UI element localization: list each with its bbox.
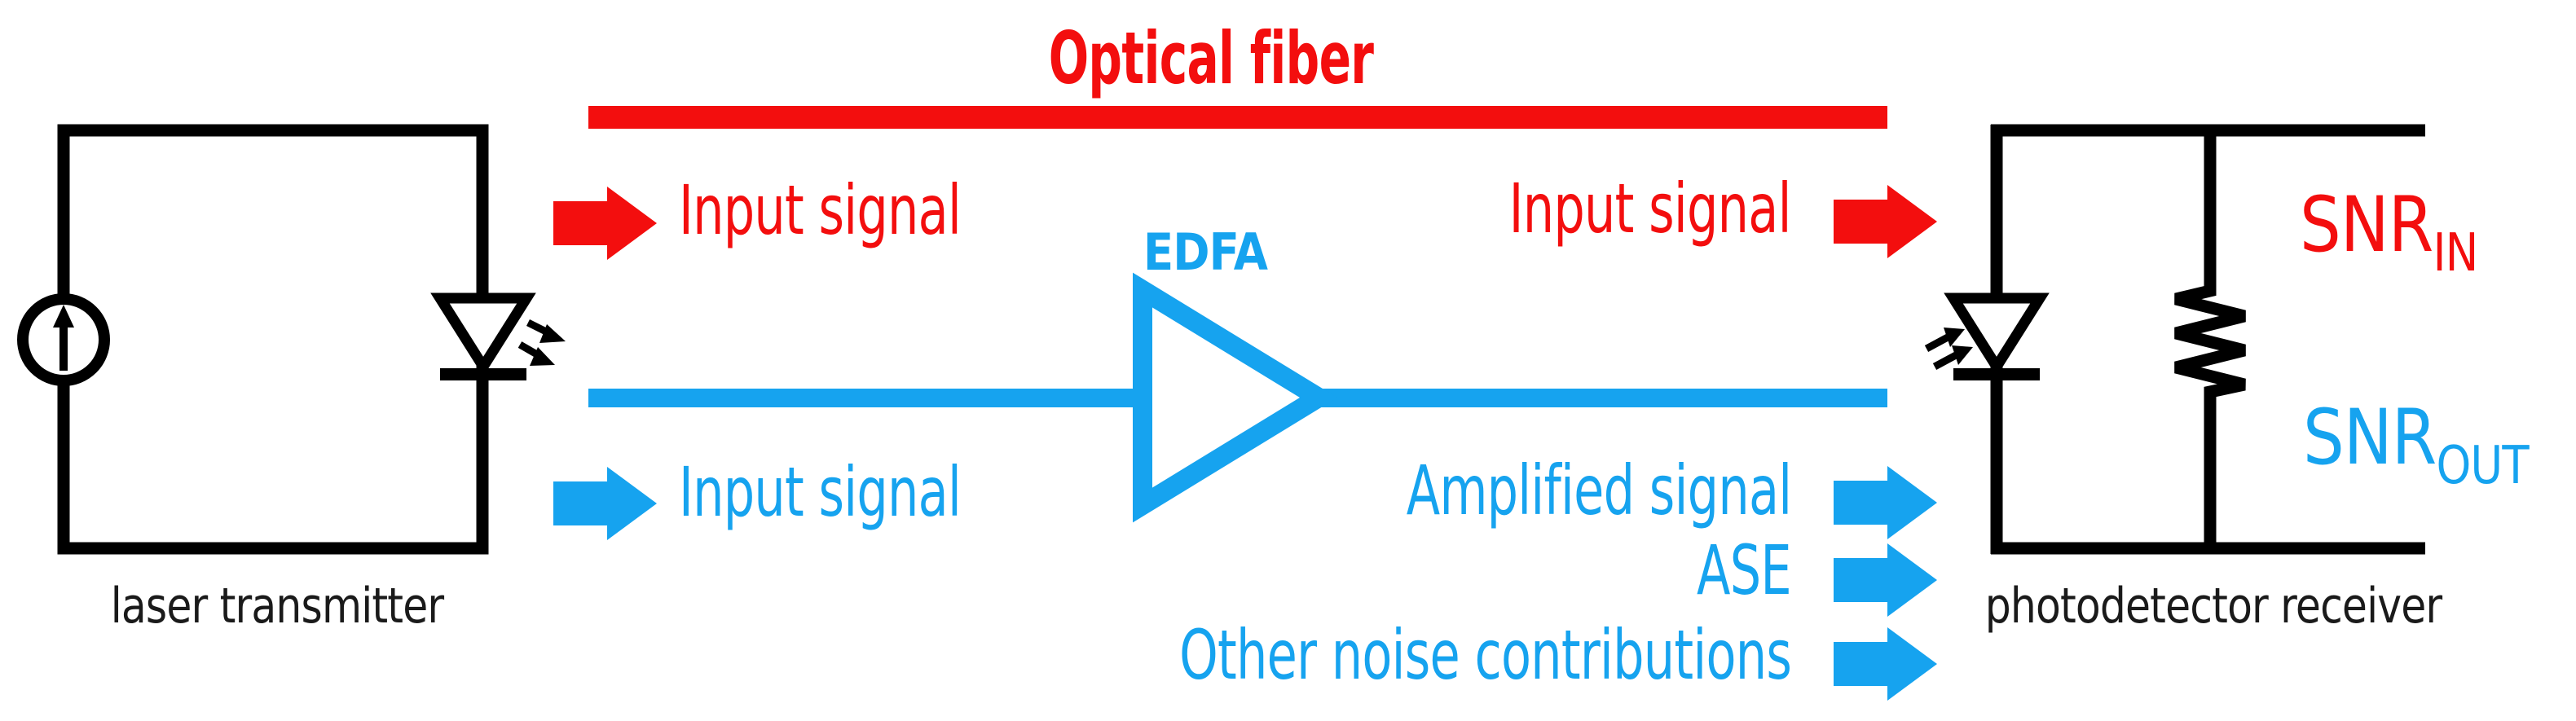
- laser-transmitter-circuit: [17, 124, 566, 555]
- input-signal-label-red-right: Input signal: [1508, 169, 1792, 248]
- other-noise-label: Other noise contributions: [1178, 615, 1792, 695]
- optical-fiber-bar: [588, 106, 1887, 129]
- input-signal-label-blue: Input signal: [679, 452, 962, 532]
- edfa-label: EDFA: [1143, 222, 1268, 282]
- ase-label: ASE: [1697, 530, 1792, 610]
- photodiode-icon: [1944, 292, 2050, 380]
- edfa-amplifier-icon: [1133, 272, 1338, 523]
- input-signal-arrow-red-right: [1834, 185, 1937, 258]
- photodetector-circuit: [1924, 124, 2425, 555]
- snr-out-label: SNROUT: [2303, 400, 2530, 493]
- page-title: Optical fiber: [1048, 16, 1374, 100]
- input-signal-label-red-left: Input signal: [679, 170, 962, 250]
- laser-transmitter-label: laser transmitter: [110, 578, 444, 635]
- snr-in-subscript: IN: [2433, 223, 2478, 284]
- laser-diode-icon: [430, 292, 536, 380]
- snr-in-base: SNR: [2300, 181, 2433, 270]
- input-signal-arrow-red-left: [553, 187, 657, 260]
- light-incident-arrows-icon: [1924, 328, 1973, 370]
- snr-in-label: SNRIN: [2300, 187, 2478, 280]
- ase-arrow: [1834, 543, 1937, 617]
- resistor-icon: [2174, 130, 2246, 548]
- input-signal-arrow-blue-left: [553, 467, 657, 540]
- snr-out-subscript: OUT: [2436, 436, 2529, 496]
- photodetector-receiver-label: photodetector receiver: [1984, 578, 2442, 635]
- snr-out-base: SNR: [2303, 393, 2437, 482]
- amplified-signal-label: Amplified signal: [1406, 451, 1791, 530]
- light-emission-arrows-icon: [517, 319, 566, 366]
- current-source-icon: [17, 293, 110, 386]
- amplified-signal-arrow: [1834, 466, 1937, 539]
- transmitter-loop-wire: [57, 124, 489, 555]
- signal-arrows: [553, 185, 1937, 701]
- other-noise-arrow: [1834, 627, 1937, 701]
